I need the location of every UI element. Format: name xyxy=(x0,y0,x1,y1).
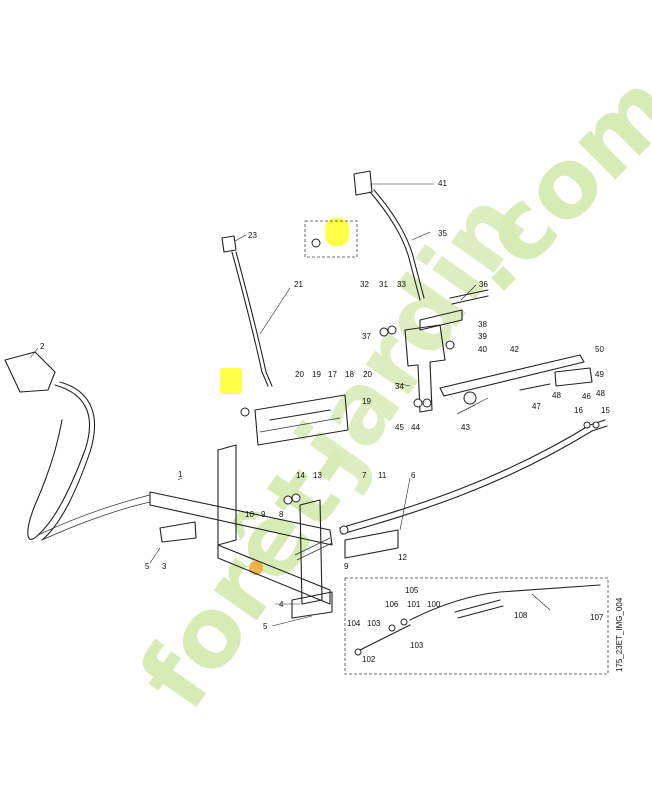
label-107: 107 xyxy=(590,613,604,622)
label-49: 49 xyxy=(595,370,604,379)
rod-42 xyxy=(439,354,593,397)
label-9b: 9 xyxy=(344,562,349,571)
label-48b: 48 xyxy=(596,389,605,398)
pedal-cable-2 xyxy=(4,351,151,541)
label-15: 15 xyxy=(601,406,610,415)
highlight-marker-top xyxy=(325,218,349,246)
label-50: 50 xyxy=(595,345,604,354)
label-100: 100 xyxy=(427,600,441,609)
label-20b: 20 xyxy=(363,370,372,379)
label-19b: 19 xyxy=(362,397,371,406)
label-17: 17 xyxy=(328,370,337,379)
part-labels: 1 2 3 4 5 5 6 7 8 9 9 10 11 12 13 14 15 … xyxy=(40,179,610,664)
label-31: 31 xyxy=(379,280,388,289)
inset-parts xyxy=(354,584,601,656)
label-105: 105 xyxy=(405,586,419,595)
detail-box-washer xyxy=(304,220,358,258)
image-code: 175_23ET_IMG_004 xyxy=(615,597,624,672)
label-46: 46 xyxy=(582,392,591,401)
label-11: 11 xyxy=(378,471,387,480)
label-5b: 5 xyxy=(263,622,268,631)
label-33: 33 xyxy=(397,280,406,289)
label-34: 34 xyxy=(395,382,404,391)
label-9a: 9 xyxy=(261,510,266,519)
pedal-rod-21 xyxy=(221,235,273,387)
label-10: 10 xyxy=(245,510,254,519)
label-42: 42 xyxy=(510,345,519,354)
label-38: 38 xyxy=(478,320,487,329)
label-12: 12 xyxy=(398,553,407,562)
highlight-marker-left xyxy=(220,368,242,394)
cable-6 xyxy=(339,419,608,559)
label-7: 7 xyxy=(362,471,367,480)
label-104: 104 xyxy=(347,619,361,628)
brake-rod-assembly xyxy=(149,444,333,619)
label-45: 45 xyxy=(395,423,404,432)
label-13: 13 xyxy=(313,471,322,480)
label-14: 14 xyxy=(296,471,305,480)
label-41: 41 xyxy=(438,179,447,188)
watermark: forêt- jardin .com xyxy=(118,51,652,728)
label-21: 21 xyxy=(294,280,303,289)
label-103a: 103 xyxy=(367,619,381,628)
label-6: 6 xyxy=(411,471,416,480)
detail-box-inset xyxy=(344,577,609,675)
label-5a: 5 xyxy=(145,562,150,571)
watermark-orange-dot xyxy=(249,561,263,575)
bracket-34 xyxy=(404,289,489,413)
label-106: 106 xyxy=(385,600,399,609)
label-44: 44 xyxy=(411,423,420,432)
label-108: 108 xyxy=(514,611,528,620)
pedal-rod-41 xyxy=(353,170,425,301)
label-18: 18 xyxy=(345,370,354,379)
label-102: 102 xyxy=(362,655,376,664)
label-16: 16 xyxy=(574,406,583,415)
label-40: 40 xyxy=(478,345,487,354)
label-32: 32 xyxy=(360,280,369,289)
label-4: 4 xyxy=(279,600,284,609)
label-3: 3 xyxy=(162,562,167,571)
label-101: 101 xyxy=(407,600,421,609)
label-36: 36 xyxy=(479,280,488,289)
leader-lines xyxy=(29,183,551,627)
label-23: 23 xyxy=(248,231,257,240)
washers xyxy=(159,238,600,561)
label-39: 39 xyxy=(478,332,487,341)
label-35: 35 xyxy=(438,229,447,238)
label-20a: 20 xyxy=(295,370,304,379)
label-47: 47 xyxy=(532,402,541,411)
label-1: 1 xyxy=(178,470,183,479)
label-43: 43 xyxy=(461,423,470,432)
label-103b: 103 xyxy=(410,641,424,650)
shaft-17-18-19 xyxy=(254,394,349,446)
label-48a: 48 xyxy=(552,391,561,400)
label-37: 37 xyxy=(362,332,371,341)
label-8: 8 xyxy=(279,510,284,519)
label-19a: 19 xyxy=(312,370,321,379)
label-2: 2 xyxy=(40,342,45,351)
